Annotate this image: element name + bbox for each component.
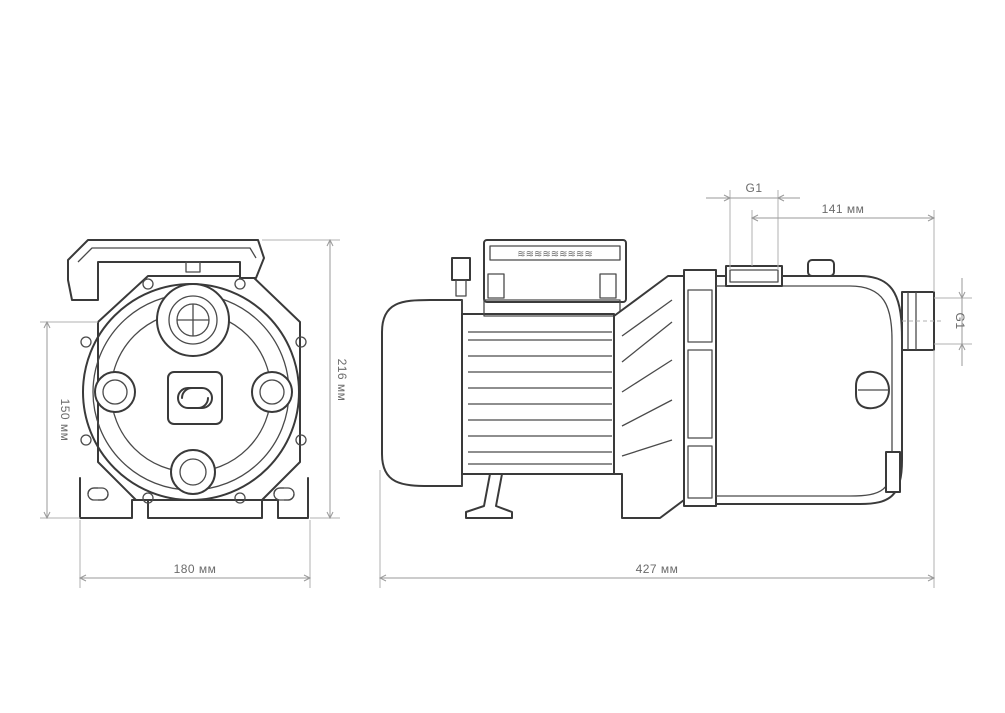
- foot-logo-left-icon: [87, 487, 109, 501]
- front-base-height-label: 150 мм: [58, 399, 72, 442]
- front-view: [67, 239, 309, 519]
- top-port-thread-label: G1: [745, 181, 762, 195]
- side-port-thread-label: G1: [953, 312, 967, 329]
- side-length-label: 427 мм: [636, 562, 679, 576]
- dzhileks-logo-icon: [167, 371, 223, 425]
- front-total-height-label: 216 мм: [335, 359, 349, 402]
- foot-logo-right-icon: [273, 487, 295, 501]
- side-view: ≋≋≋≋≋≋≋≋≋: [381, 239, 935, 519]
- front-dimensions: [40, 238, 340, 588]
- brand-nameplate-icon: ≋≋≋≋≋≋≋≋≋: [517, 249, 592, 260]
- motor-fins: [468, 331, 612, 465]
- front-width-label: 180 мм: [174, 562, 217, 576]
- outlet-offset-label: 141 мм: [822, 202, 865, 216]
- side-dimensions: [378, 190, 972, 588]
